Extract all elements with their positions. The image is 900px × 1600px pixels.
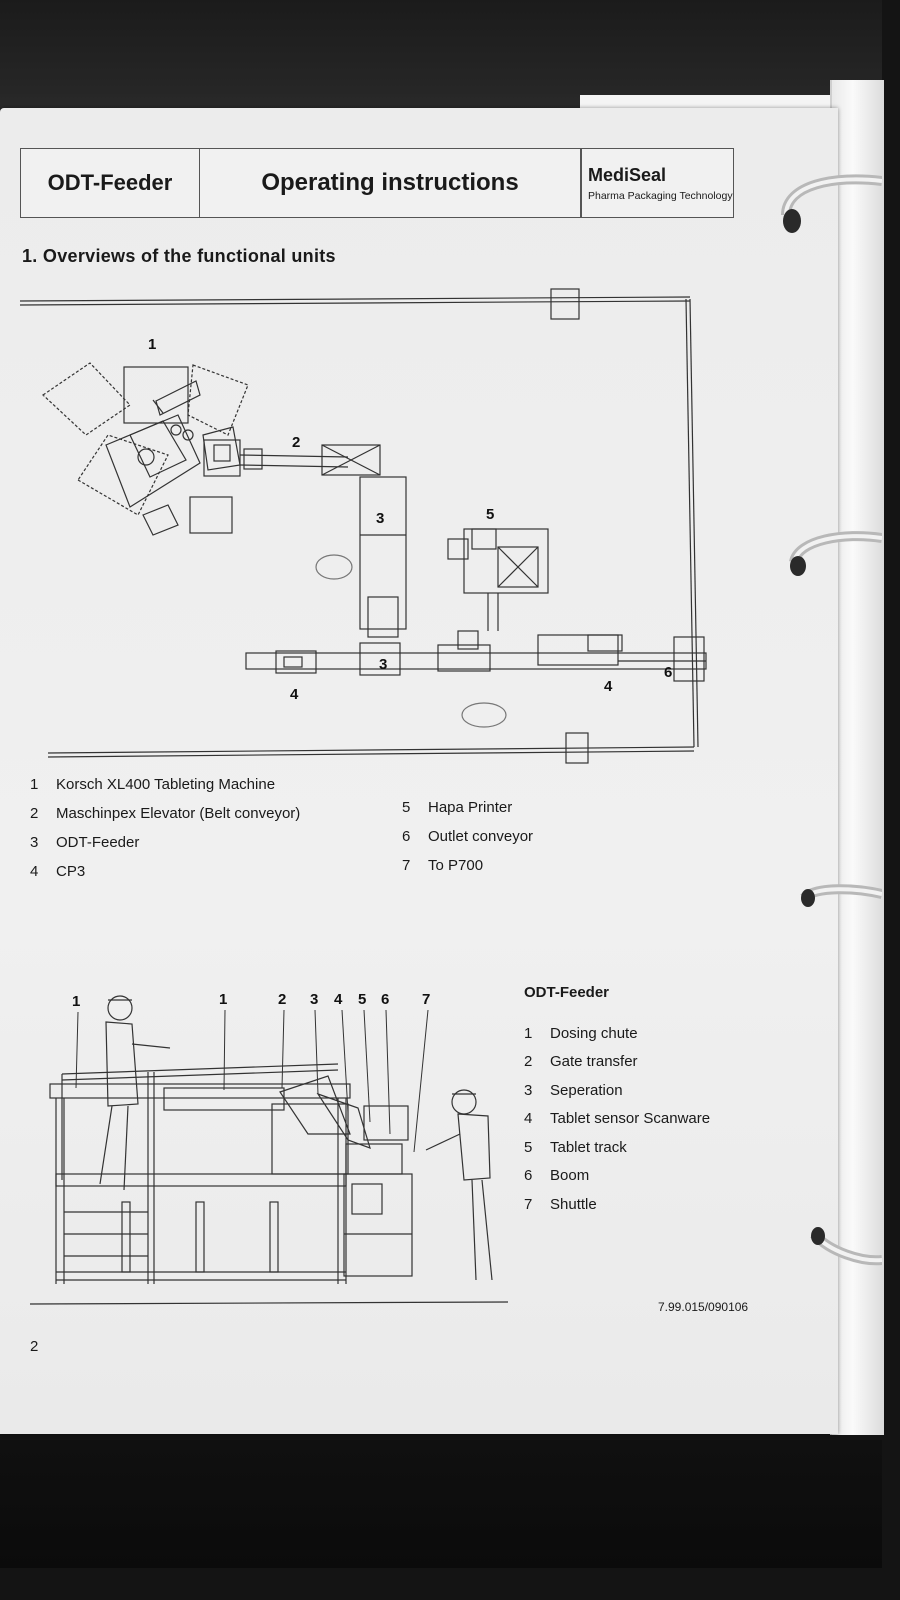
legend-item: 5 Hapa Printer (402, 799, 513, 816)
floor-callout-4: 4 (290, 686, 299, 703)
legend-item: 1 Korsch XL400 Tableting Machine (30, 776, 276, 793)
header-brand: MediSeal Pharma Packaging Technology (581, 149, 733, 217)
floor-callout-4b: 4 (604, 678, 613, 695)
legend-item: 4 Tablet sensor Scanware (524, 1110, 711, 1128)
desk-background-bottom (0, 1440, 882, 1568)
brand-tagline: Pharma Packaging Technology (588, 189, 733, 202)
side-callout-5: 5 (358, 991, 366, 1008)
legend-item: 5 Tablet track (524, 1138, 627, 1156)
binder-ring-2 (789, 531, 882, 576)
feeder-legend-title: ODT-Feeder (524, 984, 610, 1001)
binder-ring-4 (810, 1227, 882, 1266)
page-number: 2 (30, 1338, 39, 1355)
floor-callout-3: 3 (376, 510, 384, 527)
section-title: 1. Overviews of the functional units (22, 246, 336, 266)
binder-ring-3 (800, 884, 882, 907)
legend-item: 6 Outlet conveyor (402, 828, 534, 845)
side-callout-1: 1 (72, 993, 80, 1010)
brand-name: MediSeal (588, 164, 667, 185)
legend-item: 2 Gate transfer (524, 1053, 638, 1071)
floor-callout-1: 1 (148, 336, 156, 353)
header-product: ODT-Feeder (21, 149, 200, 217)
legend-item: 1 Dosing chute (524, 1024, 638, 1042)
feeder-legend: ODT-Feeder 1 Dosing chute 2 Gate transfe… (524, 984, 710, 1219)
side-callout-4: 4 (334, 991, 343, 1008)
document-reference: 7.99.015/090106 (658, 1300, 749, 1314)
header-title: Operating instructions (200, 149, 581, 217)
floor-callout-2: 2 (292, 434, 300, 451)
floor-callout-3b: 3 (379, 656, 387, 673)
legend-item: 7 Shuttle (524, 1195, 597, 1213)
legend-item: 2 Maschinpex Elevator (Belt conveyor) (30, 805, 301, 822)
legend-left: 1 Korsch XL400 Tableting Machine 2 Masch… (30, 770, 300, 886)
binder-pages-edge (830, 80, 884, 1435)
floor-plan-diagram: 1 2 3 5 3 4 4 6 7 (19, 288, 707, 764)
floor-callout-6: 6 (664, 664, 672, 681)
feeder-side-view-diagram: 1 1 2 3 4 5 6 7 (29, 991, 509, 1305)
legend-item: 7 To P700 (402, 857, 484, 874)
legend-item: 6 Boom (524, 1167, 590, 1185)
side-callout-3: 3 (310, 991, 318, 1008)
side-callout-1b: 1 (219, 991, 227, 1008)
legend-right: 5 Hapa Printer 6 Outlet conveyor 7 To P7… (402, 793, 533, 880)
side-callout-6: 6 (381, 991, 389, 1008)
floor-callout-5: 5 (486, 506, 494, 523)
manual-page (0, 108, 838, 1434)
side-callout-7: 7 (422, 991, 430, 1008)
legend-item: 3 Seperation (524, 1081, 623, 1099)
legend-item: 3 ODT-Feeder (30, 834, 140, 851)
binder-ring-1 (781, 174, 882, 233)
side-callout-2: 2 (278, 991, 286, 1008)
page-header: ODT-Feeder Operating instructions MediSe… (20, 148, 734, 218)
legend-item: 4 CP3 (30, 863, 86, 880)
